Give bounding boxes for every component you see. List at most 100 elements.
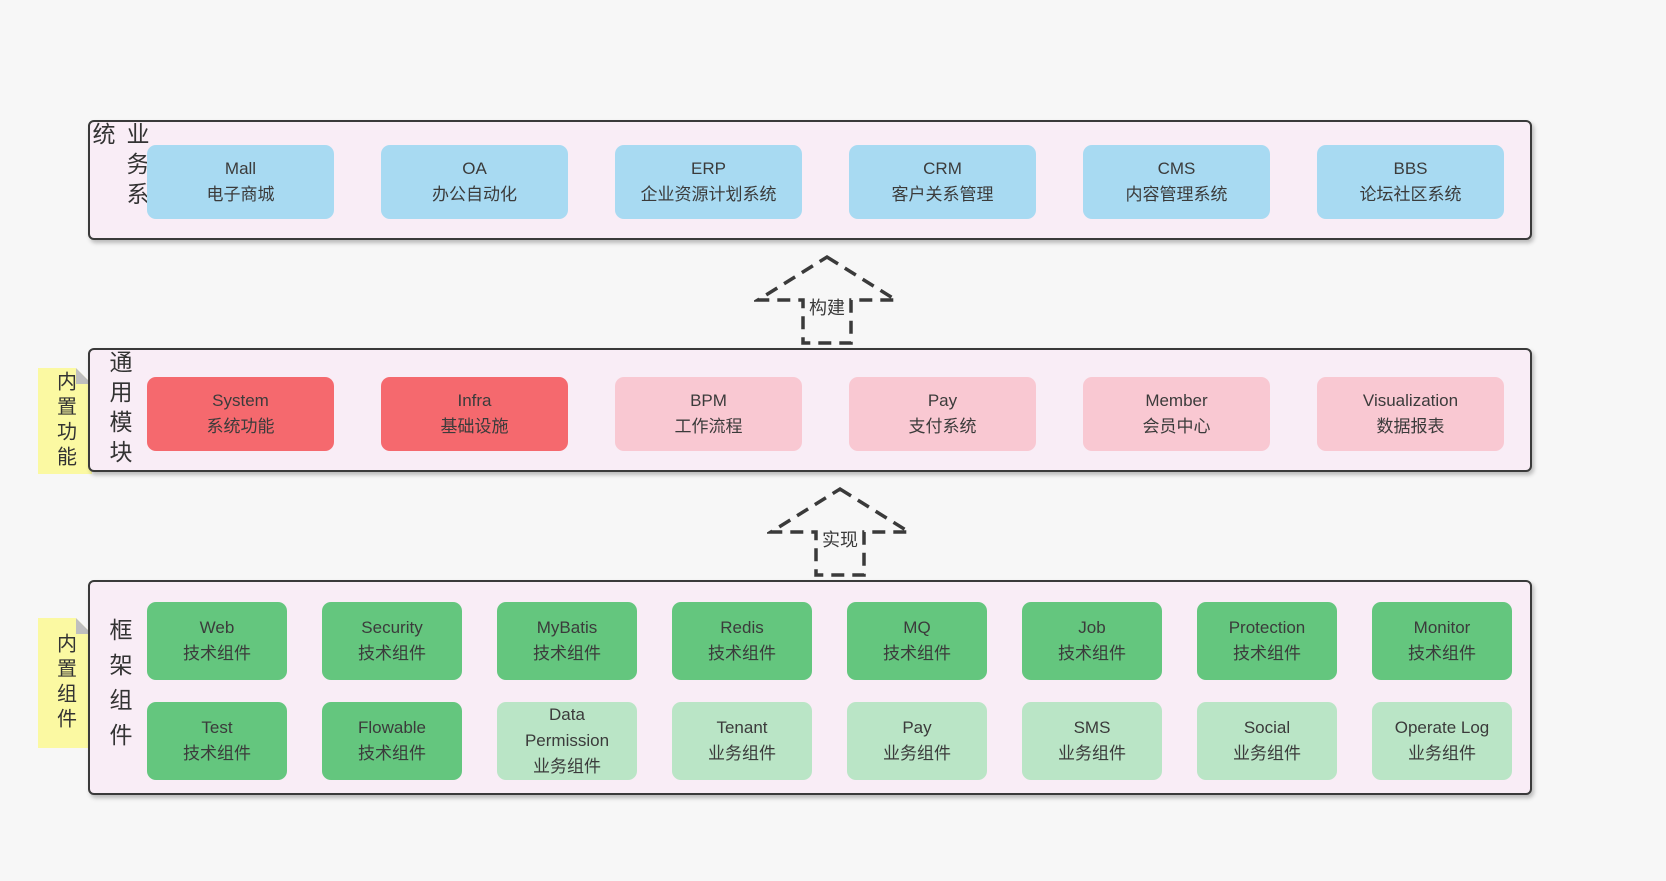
module-name: Mall <box>224 159 257 178</box>
module-name: BBS <box>1393 159 1428 178</box>
module-box-oa: OA 办公自动化 <box>381 145 568 219</box>
component-box-mybatis: MyBatis 技术组件 <box>497 602 637 680</box>
component-name: MyBatis <box>536 618 598 637</box>
sticky-note-text: 内置功能 <box>53 371 76 471</box>
module-desc: 基础设施 <box>440 417 509 436</box>
component-name: Protection <box>1228 618 1306 637</box>
band-framework-components: 框架组件 Web 技术组件 Security 技术组件 MyBatis 技术组件… <box>88 580 1532 795</box>
module-box-erp: ERP 企业资源计划系统 <box>615 145 802 219</box>
component-box-social: Social 业务组件 <box>1197 702 1337 780</box>
dashed-up-arrow-build: 构建 <box>754 254 900 346</box>
component-box-protection: Protection 技术组件 <box>1197 602 1337 680</box>
component-box-pay: Pay 业务组件 <box>847 702 987 780</box>
module-desc: 会员中心 <box>1142 417 1211 436</box>
module-desc: 论坛社区系统 <box>1359 185 1462 204</box>
component-desc: 技术组件 <box>183 744 251 763</box>
module-name: Member <box>1145 391 1208 410</box>
module-name: BPM <box>690 391 727 410</box>
module-name: Visualization <box>1362 391 1459 410</box>
component-box-mq: MQ 技术组件 <box>847 602 987 680</box>
component-box-web: Web 技术组件 <box>147 602 287 680</box>
module-desc: 客户关系管理 <box>891 185 994 204</box>
component-desc: 技术组件 <box>883 644 951 663</box>
module-desc: 企业资源计划系统 <box>640 185 777 204</box>
module-box-mall: Mall 电子商城 <box>147 145 334 219</box>
component-name: Tenant <box>716 718 768 737</box>
component-box-data-permission: Data Permission 业务组件 <box>497 702 637 780</box>
component-name: Operate Log <box>1394 718 1490 737</box>
module-box-visualization: Visualization 数据报表 <box>1317 377 1504 451</box>
module-desc: 工作流程 <box>674 417 743 436</box>
business-systems-row: Mall 电子商城 OA 办公自动化 ERP 企业资源计划系统 CRM 客户关系… <box>147 145 1504 219</box>
component-desc: 技术组件 <box>533 644 601 663</box>
module-name: CRM <box>923 159 962 178</box>
component-box-redis: Redis 技术组件 <box>672 602 812 680</box>
module-desc: 电子商城 <box>206 185 275 204</box>
band-business-systems-label: 业务系统 <box>89 122 149 212</box>
component-desc: 技术组件 <box>183 644 251 663</box>
module-box-infra: Infra 基础设施 <box>381 377 568 451</box>
band-common-modules: 通用模块 System 系统功能 Infra 基础设施 BPM 工作流程 Pay… <box>88 348 1532 472</box>
sticky-note-built-in-components: 内置组件 <box>38 618 92 748</box>
component-name: Social <box>1243 718 1291 737</box>
module-desc: 支付系统 <box>908 417 977 436</box>
component-desc: 技术组件 <box>708 644 776 663</box>
module-box-bbs: BBS 论坛社区系统 <box>1317 145 1504 219</box>
component-box-operate-log: Operate Log 业务组件 <box>1372 702 1512 780</box>
band-common-modules-label: 通用模块 <box>106 350 132 470</box>
component-desc: 技术组件 <box>1233 644 1301 663</box>
module-name: Pay <box>927 391 958 410</box>
module-name: Infra <box>457 391 492 410</box>
module-name: ERP <box>691 159 726 178</box>
module-name: OA <box>462 159 487 178</box>
component-box-flowable: Flowable 技术组件 <box>322 702 462 780</box>
component-name: Job <box>1078 618 1106 637</box>
component-box-job: Job 技术组件 <box>1022 602 1162 680</box>
module-box-pay: Pay 支付系统 <box>849 377 1036 451</box>
component-name: Monitor <box>1413 618 1471 637</box>
arrow-label-implement: 实现 <box>819 526 861 552</box>
component-desc: 业务组件 <box>883 744 951 763</box>
component-box-test: Test 技术组件 <box>147 702 287 780</box>
dashed-up-arrow-implement: 实现 <box>767 486 913 578</box>
module-name: CMS <box>1157 159 1196 178</box>
component-desc: 业务组件 <box>1408 744 1476 763</box>
component-desc: 技术组件 <box>358 644 426 663</box>
module-desc: 数据报表 <box>1376 417 1445 436</box>
component-desc: 技术组件 <box>1408 644 1476 663</box>
component-name: Data Permission <box>524 705 610 750</box>
module-box-system: System 系统功能 <box>147 377 334 451</box>
sticky-note-built-in-features: 内置功能 <box>38 368 92 474</box>
component-desc: 业务组件 <box>1058 744 1126 763</box>
component-box-security: Security 技术组件 <box>322 602 462 680</box>
component-name: Security <box>361 618 423 637</box>
component-name: Redis <box>720 618 764 637</box>
component-name: Web <box>199 618 235 637</box>
component-box-tenant: Tenant 业务组件 <box>672 702 812 780</box>
module-box-bpm: BPM 工作流程 <box>615 377 802 451</box>
component-name: Flowable <box>357 718 427 737</box>
component-desc: 技术组件 <box>358 744 426 763</box>
band-business-systems: 业务系统 Mall 电子商城 OA 办公自动化 ERP 企业资源计划系统 CRM… <box>88 120 1532 240</box>
component-name: Test <box>201 718 233 737</box>
framework-components-row-1: Web 技术组件 Security 技术组件 MyBatis 技术组件 Redi… <box>147 602 1512 680</box>
component-name: Pay <box>902 718 932 737</box>
module-box-crm: CRM 客户关系管理 <box>849 145 1036 219</box>
component-box-sms: SMS 业务组件 <box>1022 702 1162 780</box>
component-desc: 业务组件 <box>533 757 601 776</box>
component-name: MQ <box>903 618 931 637</box>
module-desc: 系统功能 <box>206 417 275 436</box>
framework-components-row-2: Test 技术组件 Flowable 技术组件 Data Permission … <box>147 702 1512 780</box>
module-desc: 内容管理系统 <box>1125 185 1228 204</box>
sticky-note-text: 内置组件 <box>53 633 76 733</box>
component-desc: 业务组件 <box>708 744 776 763</box>
component-name: SMS <box>1073 718 1111 737</box>
band-framework-components-label: 框架组件 <box>106 617 132 758</box>
arrow-label-build: 构建 <box>806 294 848 320</box>
common-modules-row: System 系统功能 Infra 基础设施 BPM 工作流程 Pay 支付系统… <box>147 377 1504 451</box>
component-box-monitor: Monitor 技术组件 <box>1372 602 1512 680</box>
module-name: System <box>212 391 269 410</box>
component-desc: 业务组件 <box>1233 744 1301 763</box>
module-box-member: Member 会员中心 <box>1083 377 1270 451</box>
